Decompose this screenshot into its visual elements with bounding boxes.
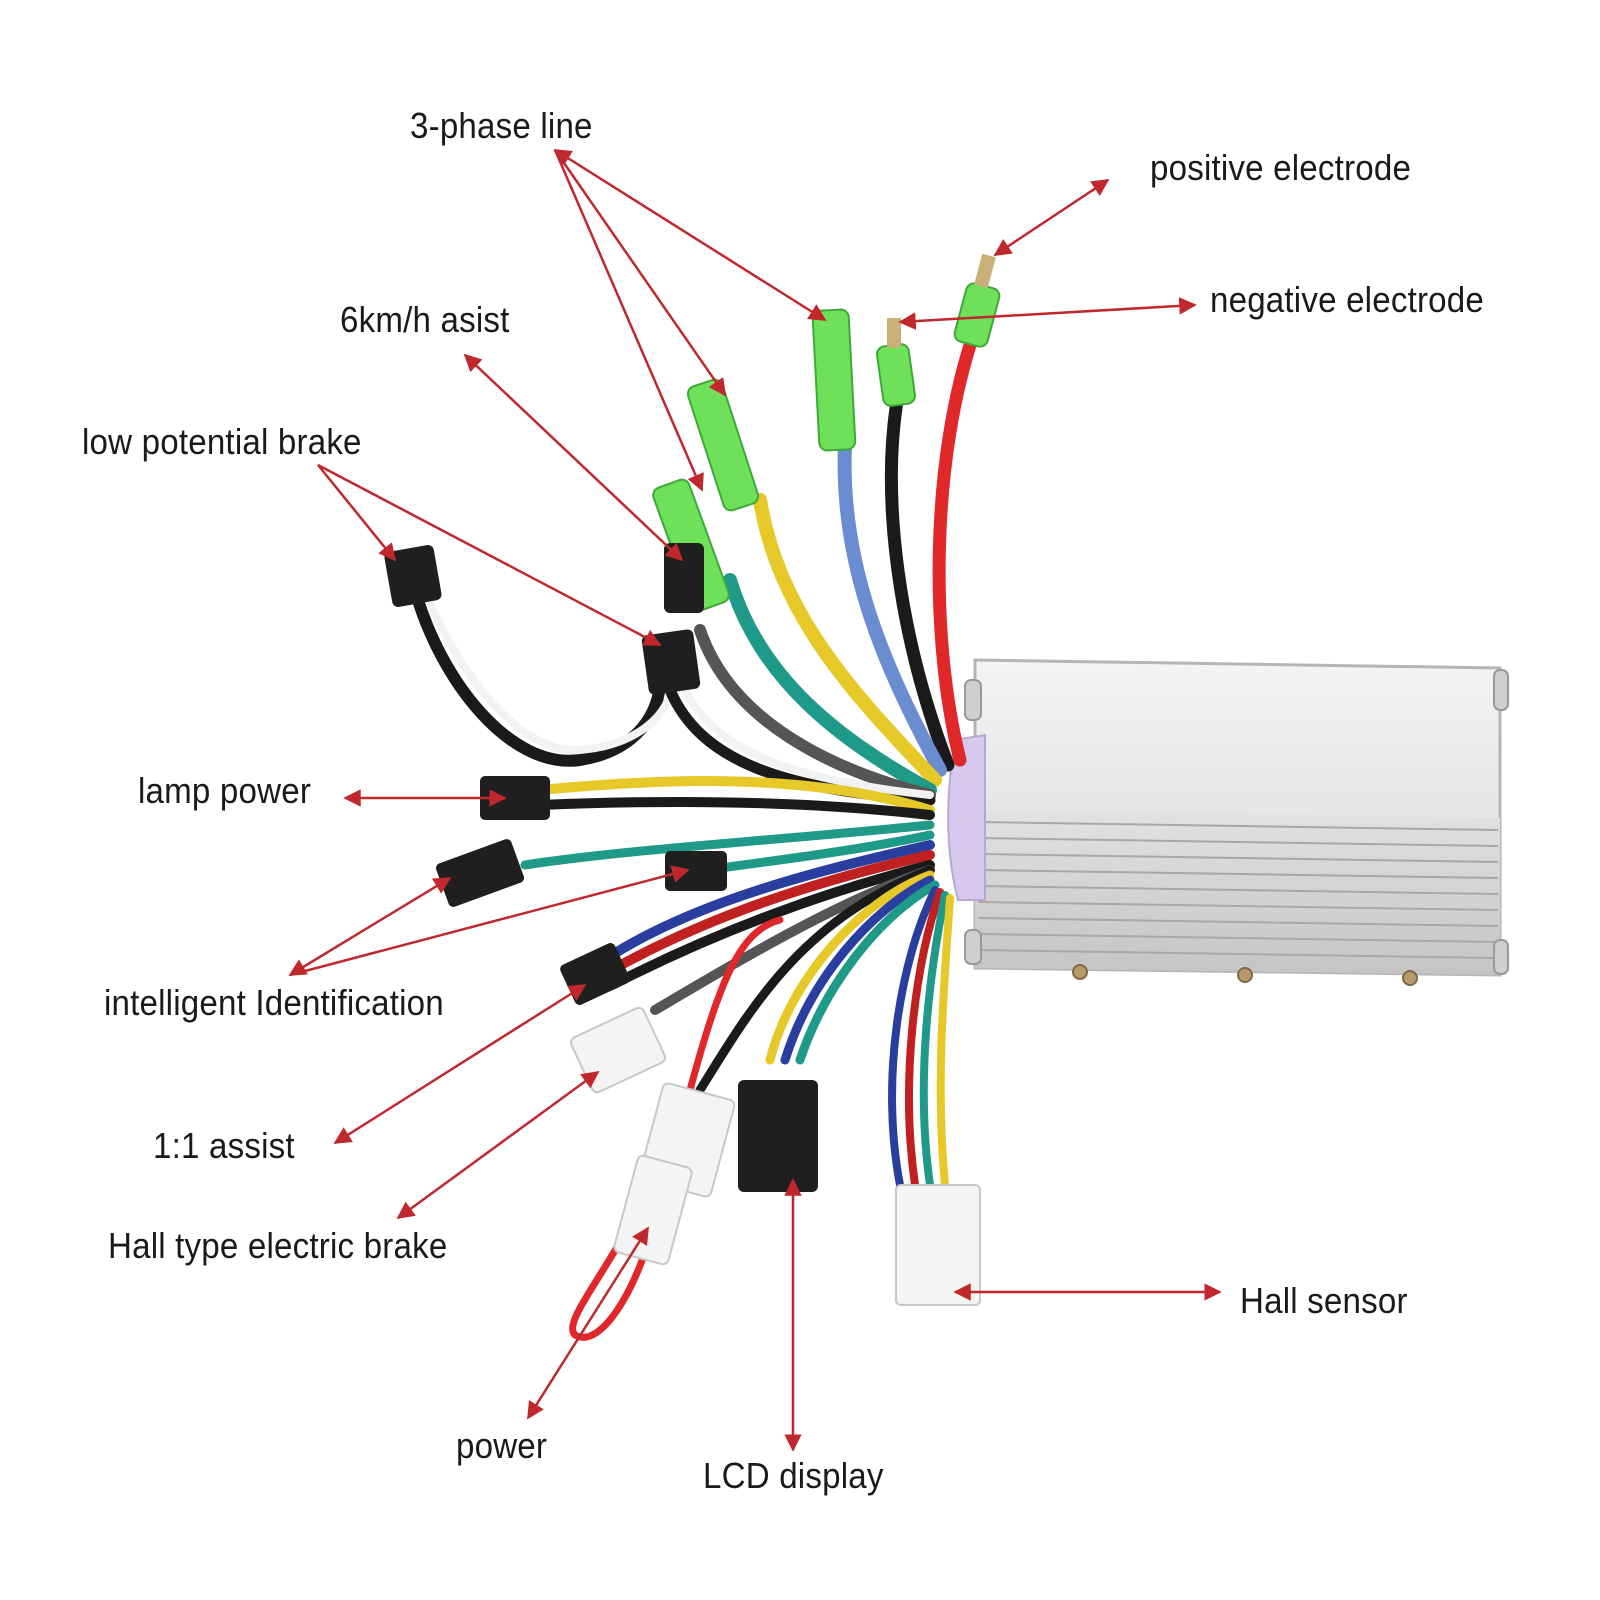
label-hall-type-electric-brake: Hall type electric brake	[108, 1225, 448, 1266]
label-positive-electrode: positive electrode	[1150, 147, 1412, 188]
label-one-to-one-assist: 1:1 assist	[153, 1125, 295, 1166]
battery-connectors	[876, 253, 1001, 407]
wire-bundle	[409, 323, 982, 1341]
leader-lines	[288, 148, 1222, 1452]
label-negative-electrode: negative electrode	[1210, 279, 1484, 320]
label-6kmh-asist: 6km/h asist	[340, 299, 510, 340]
label-hall-sensor: Hall sensor	[1240, 1280, 1408, 1321]
label-low-potential-brake: low potential brake	[82, 421, 362, 462]
label-three-phase-line: 3-phase line	[410, 105, 593, 146]
label-intelligent-identification: intelligent Identification	[104, 982, 444, 1023]
white-plugs	[570, 1006, 981, 1306]
label-lamp-power: lamp power	[138, 770, 312, 811]
label-lcd-display: LCD display	[703, 1455, 884, 1496]
controller-box	[947, 658, 1509, 986]
label-power: power	[456, 1425, 548, 1466]
